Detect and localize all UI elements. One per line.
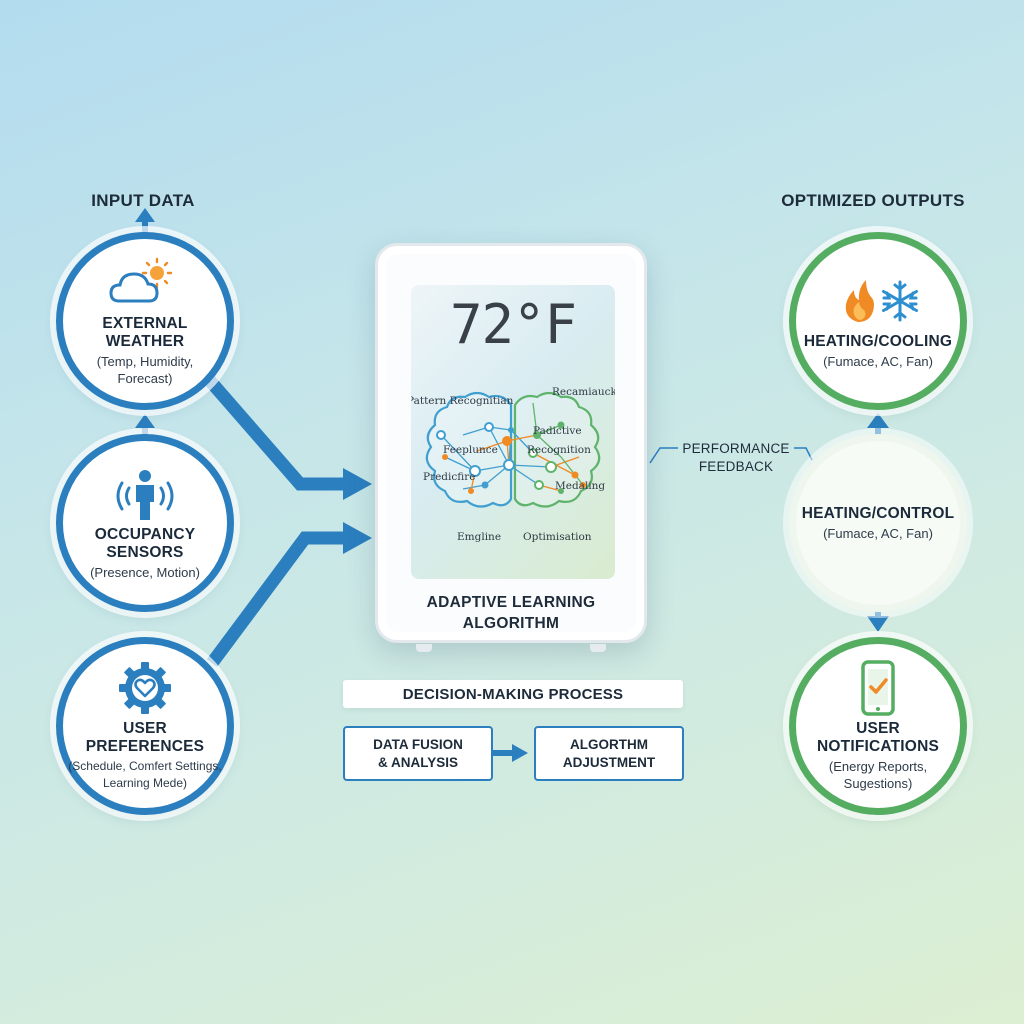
performance-feedback-line-2: FEEDBACK (698, 459, 774, 474)
temperature-readout: 72°F (449, 293, 577, 356)
heating-control-subtitle: (Fumace, AC, Fan) (823, 525, 933, 542)
thermostat-device: 72°F (375, 243, 647, 652)
brain-label-top-left: Pattern Recognitian (411, 395, 514, 407)
algorithm-adjustment-line-1: ALGORTHM (569, 736, 648, 752)
process-step-arrow (493, 744, 528, 762)
person-sensor-icon (107, 466, 183, 522)
input-to-device-arrows (200, 370, 372, 667)
heating-control-subtitle-line-1: (Fumace, AC, Fan) (823, 525, 933, 541)
decision-making-process-title: DECISION-MAKING PROCESS (343, 680, 683, 708)
device-foot-right (590, 644, 606, 652)
occupancy-sensors-subtitle: (Presence, Motion) (90, 564, 200, 581)
user-notifications-subtitle-line-1: (Energy Reports, (828, 759, 928, 774)
occupancy-sensors-node: OCCUPANCY SENSORS (Presence, Motion) (56, 434, 234, 612)
brain-label-right-1: Padictive (533, 425, 582, 437)
device-foot-left (416, 644, 432, 652)
input-section-title: INPUT DATA (91, 191, 195, 210)
algorithm-adjustment-box: ALGORTHM ADJUSTMENT (534, 726, 684, 781)
adaptive-learning-title-line-2: ALGORITHM (462, 615, 560, 632)
brain-label-left-3: Emgline (457, 531, 502, 543)
flame-snowflake-icon (836, 273, 920, 329)
user-notifications-title: USER NOTIFICATIONS (817, 720, 939, 755)
external-weather-subtitle-line-2: Forecast) (117, 371, 173, 386)
cloud-sun-icon (107, 255, 183, 311)
brain-label-right-3: Medaling (555, 480, 606, 492)
user-preferences-subtitle: (Schedule, Comfert Settings, Learning Me… (68, 758, 221, 792)
external-weather-subtitle: (Temp, Humidity, Forecast) (97, 353, 194, 387)
thermostat-screen: 72°F (411, 285, 615, 579)
user-notifications-node: USER NOTIFICATIONS (Energy Reports, Suge… (789, 637, 967, 815)
gear-heart-icon (115, 660, 175, 716)
heating-control-node: HEATING/CONTROL (Fumace, AC, Fan) (789, 434, 967, 612)
data-fusion-line-2: & ANALYSIS (377, 754, 459, 770)
user-preferences-node: USER PREFERENCES (Schedule, Comfert Sett… (56, 637, 234, 815)
data-fusion-box: DATA FUSION & ANALYSIS (343, 726, 493, 781)
external-weather-title: EXTERNAL WEATHER (102, 315, 188, 350)
user-preferences-title: USER PREFERENCES (85, 720, 205, 755)
user-preferences-subtitle-line-1: (Schedule, Comfert Settings, (68, 759, 222, 773)
brain-label-right-4: Optimisation (523, 531, 592, 543)
brain-label-left-1: Feeplunce (443, 444, 498, 456)
heating-cooling-subtitle: (Fumace, AC, Fan) (823, 353, 933, 370)
external-weather-subtitle-line-1: (Temp, Humidity, (96, 354, 194, 369)
phone-check-icon (858, 660, 898, 716)
performance-feedback-label: PERFORMANCE FEEDBACK (676, 440, 796, 476)
user-notifications-subtitle: (Energy Reports, Sugestions) (829, 758, 927, 792)
adaptive-learning-title: ADAPTIVE LEARNING ALGORITHM (378, 592, 644, 634)
heating-cooling-title: HEATING/COOLING (803, 332, 953, 350)
algorithm-adjustment-line-2: ADJUSTMENT (562, 754, 656, 770)
brain-network-graphic (425, 391, 601, 508)
occupancy-sensors-title: OCCUPANCY SENSORS (94, 525, 196, 561)
adaptive-learning-title-line-1: ADAPTIVE LEARNING (426, 594, 596, 611)
heating-control-title: HEATING/CONTROL (801, 504, 955, 522)
user-preferences-subtitle-line-2: Learning Mede) (102, 776, 188, 790)
brain-label-right-2: Recognition (527, 444, 591, 456)
performance-feedback-line-1: PERFORMANCE (682, 441, 790, 456)
heating-cooling-node: HEATING/COOLING (Fumace, AC, Fan) (789, 232, 967, 410)
external-weather-node: EXTERNAL WEATHER (Temp, Humidity, Foreca… (56, 232, 234, 410)
occupancy-sensors-subtitle-line-1: (Presence, Motion) (90, 564, 200, 580)
data-fusion-line-1: DATA FUSION (373, 736, 463, 752)
brain-label-left-2: Predicfire (423, 471, 476, 483)
brain-label-top-right: Recamiauck (552, 386, 615, 398)
user-notifications-subtitle-line-2: Sugestions) (843, 776, 913, 791)
output-section-title: OPTIMIZED OUTPUTS (781, 191, 965, 210)
heating-cooling-subtitle-line-1: (Fumace, AC, Fan) (823, 353, 933, 369)
